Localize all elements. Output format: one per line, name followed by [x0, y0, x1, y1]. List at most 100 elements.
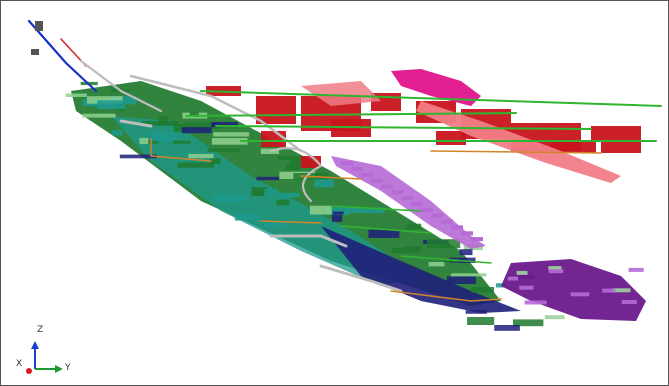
red-orebody-block [256, 96, 296, 124]
orebody-block [465, 310, 487, 314]
orebody-block [406, 223, 422, 230]
orebody-block [65, 93, 87, 97]
orebody-block [368, 229, 400, 238]
orebody-block [234, 213, 260, 221]
orebody-block [181, 127, 212, 134]
orebody-block [177, 162, 214, 168]
purple-orebody-block [570, 292, 590, 297]
purple-orebody-block [548, 266, 562, 271]
violet-vein-block [361, 172, 373, 177]
orebody-block [392, 247, 419, 253]
orebody-block [427, 239, 461, 249]
orebody-block [210, 158, 221, 165]
orebody-block [149, 133, 178, 142]
drillhole-grey [119, 119, 153, 128]
orebody-block [332, 211, 344, 215]
orebody-block [325, 206, 350, 215]
orebody-block [314, 179, 334, 188]
drillhole-orange [430, 150, 602, 154]
orebody-block [82, 113, 116, 118]
z-axis-label: Z [37, 325, 44, 335]
orebody-block [309, 205, 332, 215]
axis-triad [26, 341, 63, 374]
orebody-block [111, 130, 123, 136]
drillhole-grey [269, 147, 323, 203]
orebody-block [185, 122, 221, 129]
orebody-block [158, 116, 168, 125]
orebody-block [119, 154, 157, 159]
violet-vein-block [371, 178, 383, 183]
orebody-block [446, 276, 476, 284]
red-orebody-block [591, 126, 641, 140]
drillhole-layer [27, 19, 662, 302]
orebody-block [207, 148, 240, 152]
orebody-block [459, 249, 473, 256]
drillhole-orange [300, 175, 362, 180]
orebody-block [289, 159, 310, 166]
collar-marker [35, 21, 43, 31]
drillhole-green [200, 90, 662, 107]
orebody-block [428, 262, 445, 267]
y-axis-arrow [55, 365, 63, 373]
x-axis-label: X [16, 359, 23, 369]
drillhole-green [330, 205, 422, 212]
orebody-block [211, 138, 248, 145]
orebody-block [211, 122, 238, 128]
drillhole-green [340, 225, 432, 234]
orebody-block [276, 199, 290, 206]
purple-orebody-block [516, 270, 528, 275]
orebody-block [346, 207, 385, 214]
purple-orebody-block [507, 276, 519, 281]
drillhole-orange [390, 290, 502, 302]
violet-vein [331, 156, 486, 249]
z-axis-arrow [31, 341, 39, 349]
orebody-block [188, 153, 214, 159]
drillhole-green [215, 125, 592, 130]
violet-vein-block [351, 166, 363, 171]
violet-vein-block [411, 202, 423, 206]
red-orebody-block [551, 141, 596, 153]
magenta-orebody [391, 69, 481, 106]
orebody-block [513, 319, 544, 327]
orebody-block [173, 124, 187, 132]
red-orebody-block [261, 131, 286, 147]
violet-vein-block [461, 231, 473, 236]
violet-vein-block [431, 213, 443, 218]
drillhole-orange [260, 220, 322, 224]
orebody-block [213, 132, 249, 137]
drillhole-grey [79, 59, 163, 113]
drillhole-grey [269, 234, 348, 248]
drillhole-grey [129, 74, 303, 153]
violet-vein-block [381, 184, 393, 189]
x-axis-origin [26, 368, 32, 374]
drillhole-green [185, 112, 517, 117]
red-orebody-block [436, 131, 466, 145]
orebody-block [97, 100, 126, 110]
collar-marker [31, 49, 39, 55]
purple-orebody-block [602, 288, 616, 293]
violet-vein-block [451, 225, 463, 230]
orebody-block [111, 96, 137, 105]
purple-orebody-block [519, 285, 534, 290]
purple-orebody-block [548, 269, 564, 274]
drillhole-grey [319, 264, 403, 293]
purple-orebody-block [612, 288, 631, 293]
orebody-block [285, 164, 301, 171]
orebody-block [494, 325, 520, 331]
orebody-block [213, 195, 246, 202]
y-axis-label: Y [65, 363, 71, 373]
violet-vein-block [421, 207, 433, 212]
orebody-layer [65, 69, 646, 331]
orebody-block [443, 259, 459, 263]
pink-orebody [301, 81, 381, 106]
red-orebody-block [601, 141, 641, 153]
orebody-block [86, 96, 123, 104]
navy-orebody [321, 226, 521, 313]
orebody-block [256, 176, 280, 181]
orebody-block [471, 287, 495, 293]
violet-vein-block [391, 190, 403, 195]
orebody-block [263, 221, 290, 227]
orebody-block [495, 283, 507, 288]
